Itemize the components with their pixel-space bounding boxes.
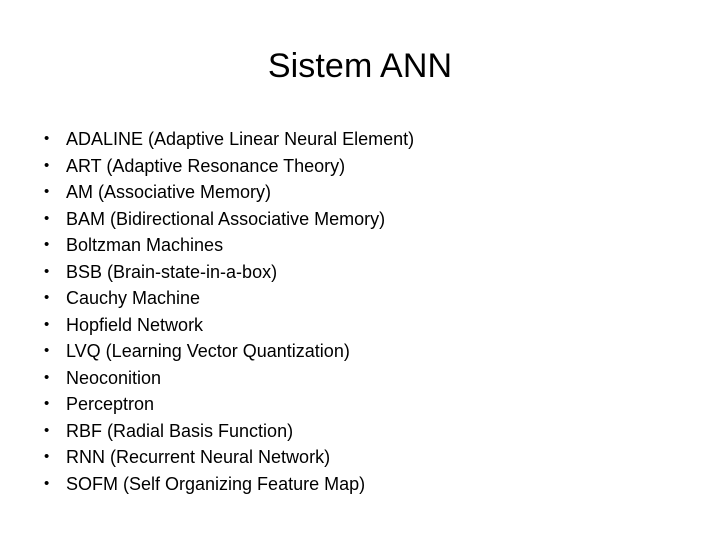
bullet-icon: •	[44, 315, 50, 333]
bullet-icon: •	[44, 262, 50, 280]
list-item-label: Cauchy Machine	[66, 288, 201, 308]
list-item[interactable]: • Boltzman Machines	[40, 232, 660, 259]
list-item-label: AM (Associative Memory)	[66, 182, 272, 202]
list-item-label: Boltzman Machines	[66, 235, 224, 255]
list-item[interactable]: • SOFM (Self Organizing Feature Map)	[40, 471, 660, 498]
list-item-label: RNN (Recurrent Neural Network)	[66, 447, 331, 467]
list-item[interactable]: • RBF (Radial Basis Function)	[40, 418, 660, 445]
list-item[interactable]: • AM (Associative Memory)	[40, 179, 660, 206]
list-item[interactable]: • BSB (Brain-state-in-a-box)	[40, 259, 660, 286]
bullet-icon: •	[44, 342, 50, 359]
list-item[interactable]: • RNN (Recurrent Neural Network)	[40, 444, 660, 471]
list-item[interactable]: • BAM (Bidirectional Associative Memory)	[40, 206, 660, 233]
bullet-icon: •	[44, 130, 50, 147]
list-item[interactable]: • Neoconition	[40, 365, 660, 392]
bullet-icon: •	[44, 395, 50, 412]
list-item[interactable]: • Perceptron	[40, 391, 660, 418]
list-item-label: BSB (Brain-state-in-a-box)	[66, 261, 278, 282]
list-item-label: SOFM (Self Organizing Feature Map)	[66, 473, 366, 494]
list-item-label: Perceptron	[66, 394, 155, 414]
bullet-icon: •	[44, 236, 50, 253]
bullet-icon: •	[44, 156, 50, 174]
list-item-label: Hopfield Network	[66, 314, 204, 335]
list-item-label: ART (Adaptive Resonance Theory)	[66, 155, 346, 176]
list-item-label: LVQ (Learning Vector Quantization)	[66, 341, 350, 361]
list-item[interactable]: • ART (Adaptive Resonance Theory)	[40, 153, 660, 180]
bullet-icon: •	[44, 368, 50, 386]
slide-content-body: • ADALINE (Adaptive Linear Neural Elemen…	[40, 126, 660, 497]
list-item[interactable]: • ADALINE (Adaptive Linear Neural Elemen…	[40, 126, 660, 153]
ann-systems-list: • ADALINE (Adaptive Linear Neural Elemen…	[40, 126, 660, 497]
list-item[interactable]: • Cauchy Machine	[40, 285, 660, 312]
list-item-label: Neoconition	[66, 367, 162, 388]
bullet-icon: •	[44, 421, 50, 439]
bullet-icon: •	[44, 474, 50, 492]
bullet-icon: •	[44, 209, 50, 227]
list-item-label: ADALINE (Adaptive Linear Neural Element)	[66, 129, 415, 149]
bullet-icon: •	[44, 289, 50, 306]
list-item[interactable]: • Hopfield Network	[40, 312, 660, 339]
bullet-icon: •	[44, 448, 50, 465]
list-item[interactable]: • LVQ (Learning Vector Quantization)	[40, 338, 660, 365]
list-item-label: BAM (Bidirectional Associative Memory)	[66, 208, 386, 229]
list-item-label: RBF (Radial Basis Function)	[66, 420, 294, 441]
page-title: Sistem ANN	[267, 47, 453, 85]
bullet-icon: •	[44, 183, 50, 200]
